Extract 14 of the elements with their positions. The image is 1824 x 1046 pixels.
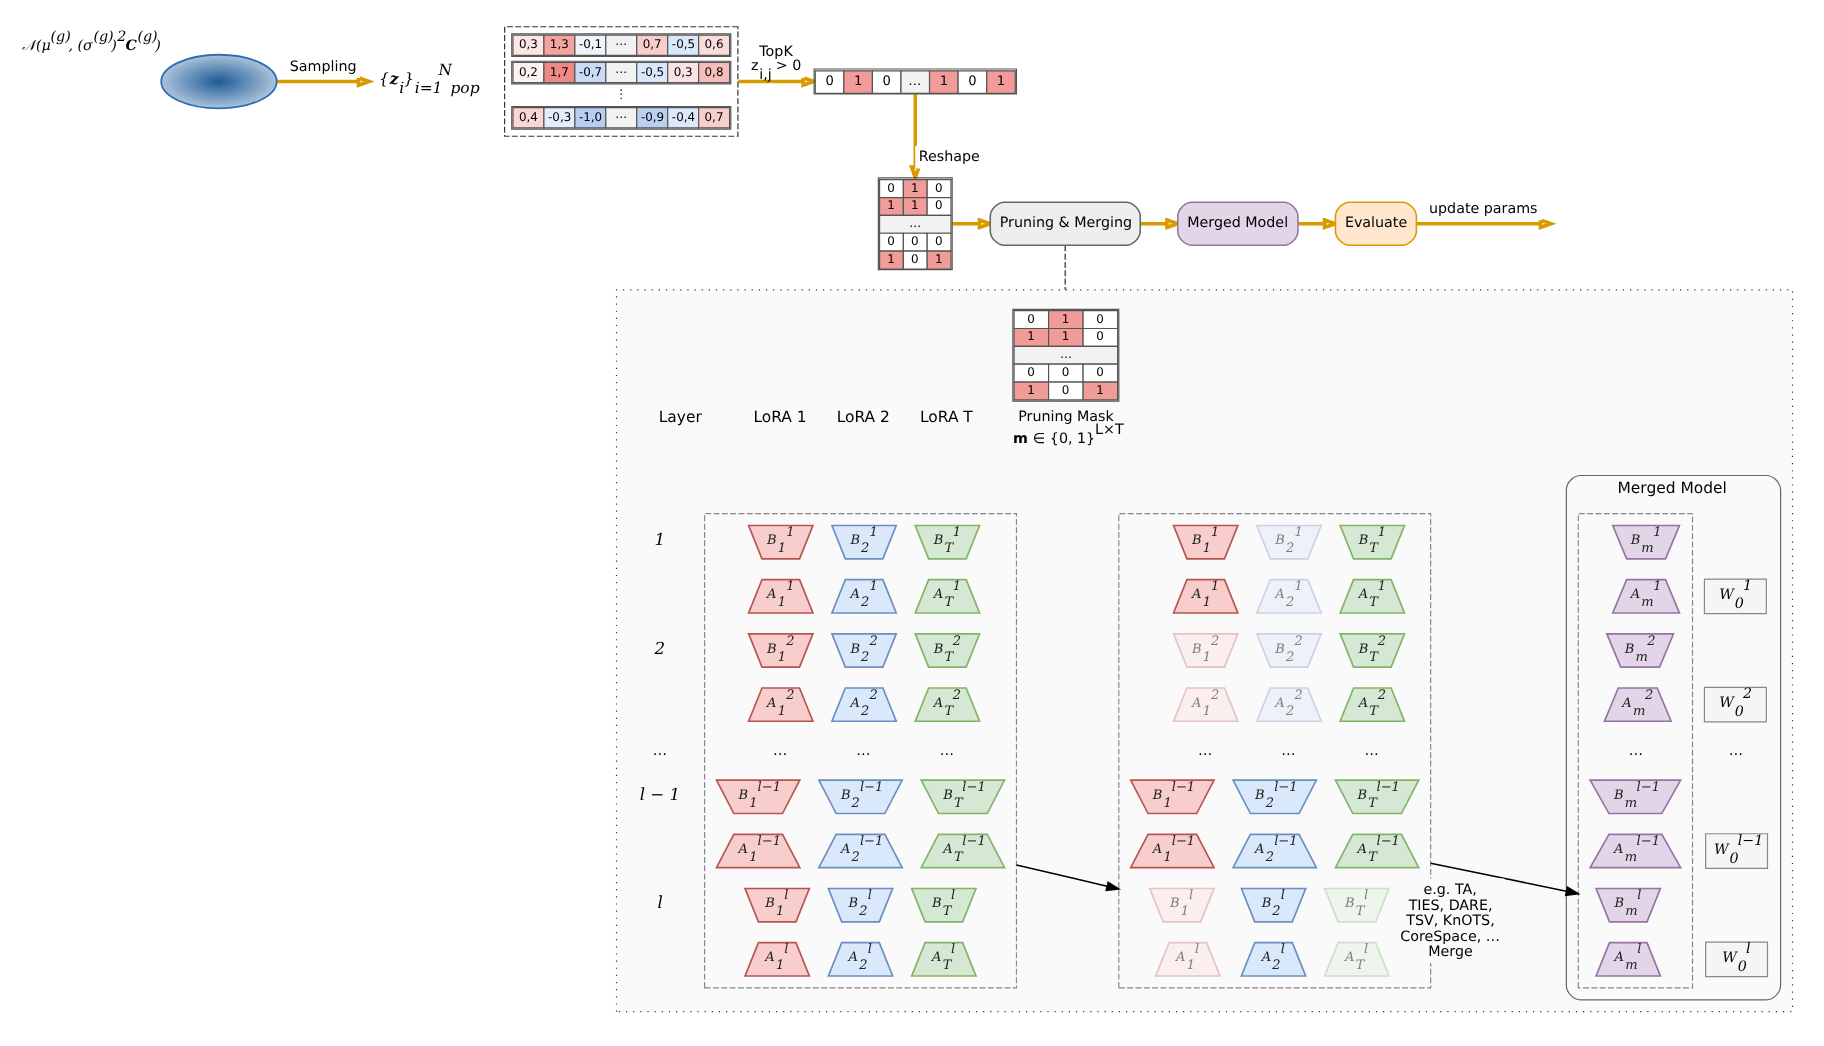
connector <box>1064 243 1067 290</box>
label: 1 <box>654 528 666 549</box>
node-ellipse <box>160 52 278 109</box>
arrow <box>1429 861 1581 896</box>
arrow <box>1015 863 1122 891</box>
cluster <box>1577 512 1694 988</box>
arrow <box>1416 216 1557 229</box>
label: 2 <box>654 636 666 657</box>
cluster <box>615 288 1794 1012</box>
label: l − 1 <box>639 783 681 804</box>
arrow <box>1298 216 1341 229</box>
label: l <box>657 891 663 912</box>
arrow <box>277 74 375 87</box>
cluster <box>704 512 1018 988</box>
